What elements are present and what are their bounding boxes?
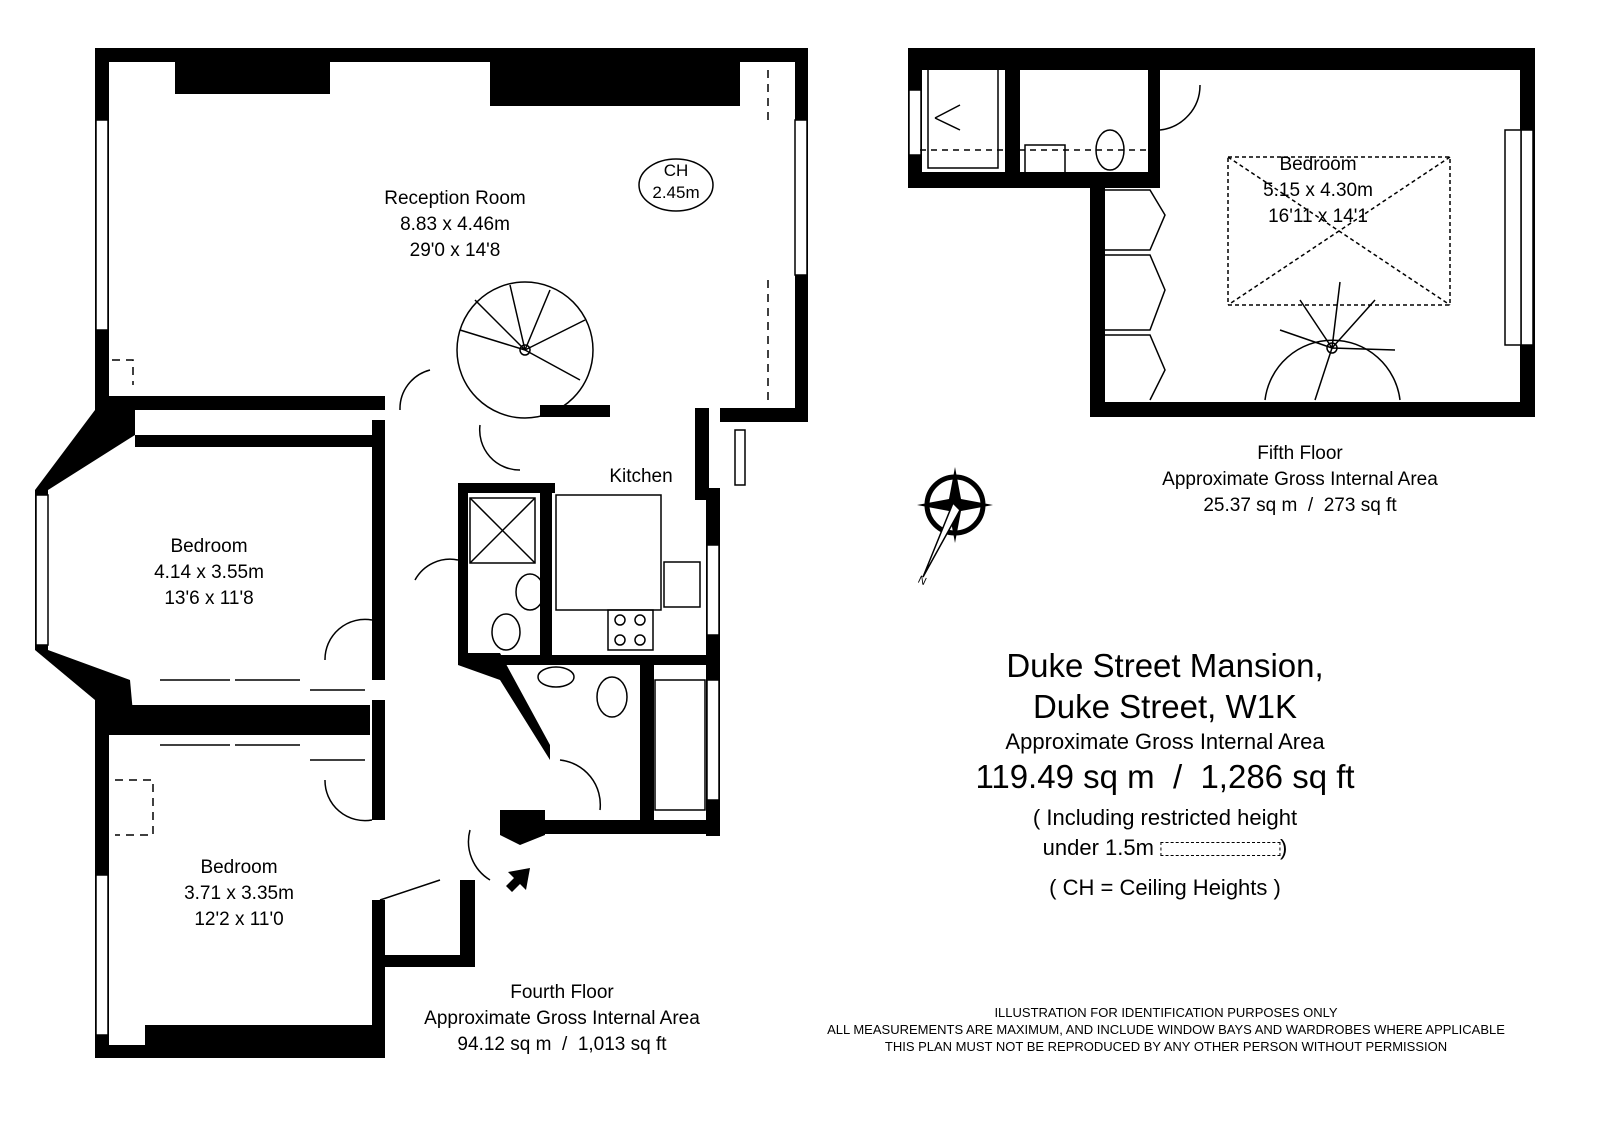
- ceiling-height-note: ( CH = Ceiling Heights ): [1049, 875, 1281, 900]
- disclaimer: ILLUSTRATION FOR IDENTIFICATION PURPOSES…: [827, 1004, 1505, 1055]
- disclaimer-line: ALL MEASUREMENTS ARE MAXIMUM, AND INCLUD…: [827, 1022, 1505, 1037]
- room-metric: 3.71 x 3.35m: [184, 883, 294, 904]
- room-metric: 4.14 x 3.55m: [154, 562, 264, 583]
- room-name: Bedroom: [170, 536, 248, 557]
- floor-area-label: Approximate Gross Internal Area: [1162, 469, 1438, 490]
- fourth-floor-fixtures: [112, 70, 769, 901]
- bedroom-2-label: Bedroom 3.71 x 3.35m 12'2 x 11'0: [184, 855, 294, 933]
- fifth-floor-windows: [908, 89, 1534, 346]
- restricted-height-legend-icon: [1160, 842, 1281, 857]
- bedroom-1-label: Bedroom 4.14 x 3.55m 13'6 x 11'8: [154, 534, 264, 612]
- note-text: under 1.5m: [1042, 835, 1154, 860]
- kitchen-sink: [663, 561, 701, 608]
- fourth-floor-windows: [35, 119, 808, 1036]
- ceiling-height-label: CH 2.45m: [652, 160, 699, 204]
- disclaimer-line: ILLUSTRATION FOR IDENTIFICATION PURPOSES…: [994, 1005, 1338, 1020]
- ch-value: 2.45m: [652, 183, 700, 202]
- property-name-line2: Duke Street, W1K: [1032, 688, 1298, 725]
- room-imperial: 12'2 x 11'0: [194, 909, 284, 930]
- floor-area-label: Approximate Gross Internal Area: [424, 1008, 700, 1029]
- fifth-floor-fixtures: [920, 67, 1451, 401]
- room-imperial: 13'6 x 11'8: [164, 588, 254, 609]
- room-name: Bedroom: [200, 857, 278, 878]
- floor-area: 94.12 sq m / 1,013 sq ft: [457, 1034, 667, 1055]
- ceiling-height-marker: [638, 158, 714, 212]
- entrance-arrow-icon: [506, 868, 530, 892]
- fifth-bedroom-label: Bedroom 5.15 x 4.30m 16'11 x 14'1: [1263, 152, 1373, 230]
- disclaimer-line: THIS PLAN MUST NOT BE REPRODUCED BY ANY …: [884, 1039, 1448, 1054]
- total-area: 119.49 sq m / 1,286 sq ft: [975, 758, 1355, 795]
- fifth-floor-walls: [908, 48, 1535, 417]
- room-name: Bedroom: [1279, 154, 1357, 175]
- floor-title: Fourth Floor: [510, 982, 614, 1003]
- bath: [654, 679, 706, 811]
- room-metric: 5.15 x 4.30m: [1263, 180, 1373, 201]
- shower: [469, 497, 536, 564]
- note-end: ): [1280, 835, 1288, 860]
- total-area-label: Approximate Gross Internal Area: [1005, 729, 1325, 754]
- spiral-staircase: [456, 281, 594, 419]
- room-name: Reception Room: [384, 188, 526, 209]
- restricted-height-note: ( Including restricted height: [1032, 805, 1298, 830]
- reception-room-label: Reception Room 8.83 x 4.46m 29'0 x 14'8: [384, 186, 526, 264]
- kitchen-label: Kitchen: [609, 466, 673, 487]
- floor-title: Fifth Floor: [1257, 443, 1343, 464]
- kitchen-counter: [555, 494, 662, 611]
- property-summary: Duke Street Mansion, Duke Street, W1K Ap…: [975, 645, 1354, 903]
- room-metric: 8.83 x 4.46m: [400, 214, 510, 235]
- room-imperial: 16'11 x 14'1: [1268, 206, 1368, 227]
- ch-label: CH: [663, 161, 689, 180]
- property-name-line1: Duke Street Mansion,: [1006, 647, 1324, 684]
- compass-icon: [917, 467, 993, 578]
- room-imperial: 29'0 x 14'8: [409, 240, 501, 261]
- restricted-height-note-line2: under 1.5m ): [975, 833, 1354, 863]
- floor-area: 25.37 sq m / 273 sq ft: [1203, 495, 1397, 516]
